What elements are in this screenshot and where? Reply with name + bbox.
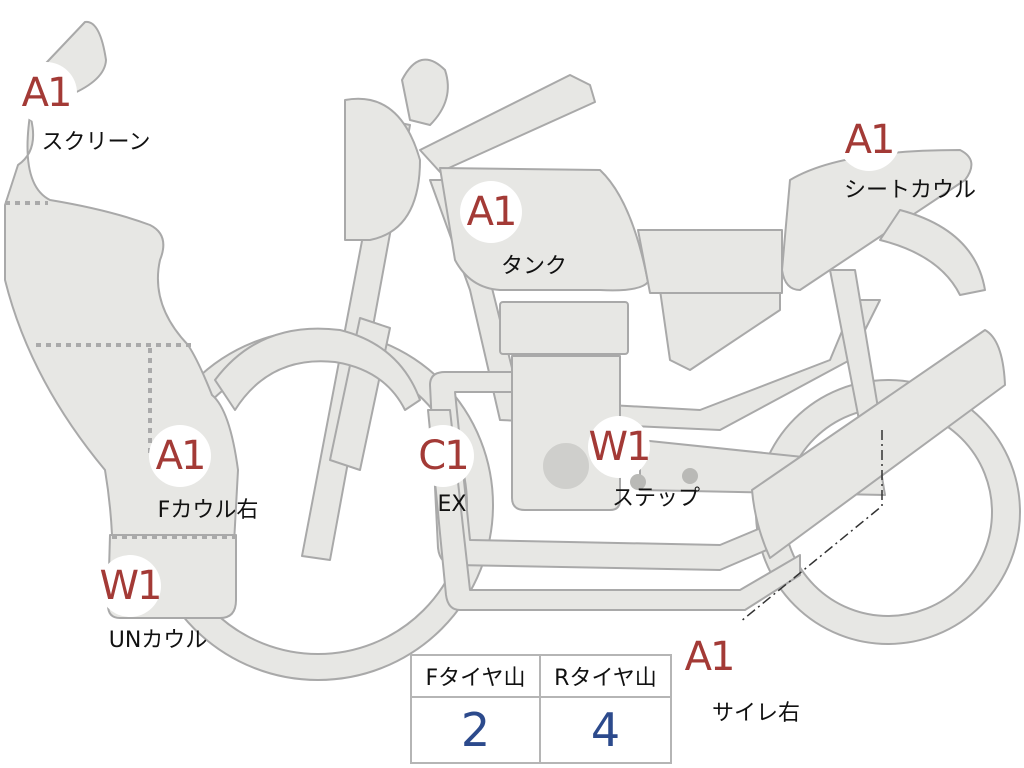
front-fender	[214, 327, 421, 411]
headlight	[344, 97, 421, 241]
engine-block	[511, 355, 621, 511]
tire-tread-table: Fタイヤ山 Rタイヤ山 2 4	[410, 654, 672, 764]
part-label-silencer-right: サイレ右	[711, 701, 801, 726]
grade-badge-screen: A1	[15, 62, 77, 124]
part-label-f-cowl-right: Fカウル右	[157, 498, 259, 523]
part-label-ex: EX	[437, 492, 467, 517]
part-label-tank: タンク	[500, 254, 568, 279]
front-tire-value: 2	[412, 698, 541, 762]
rear-tire-header: Rタイヤ山	[541, 656, 670, 698]
rear-tire-value: 4	[590, 703, 621, 757]
front-tire-header: Fタイヤ山	[412, 656, 541, 698]
part-label-un-cowl: UNカウル	[108, 628, 208, 653]
handlebar	[419, 74, 596, 173]
seat	[637, 229, 783, 294]
grade-badge-un-cowl: W1	[99, 555, 163, 617]
engine-cylinder	[499, 301, 629, 355]
grade-badge-step: W1	[588, 416, 652, 478]
grade-badge-seat-cowl: A1	[838, 109, 900, 171]
grade-badge-silencer-right: A1	[678, 626, 740, 688]
side-cover	[659, 289, 781, 371]
grade-badge-tank: A1	[460, 181, 522, 243]
mirror	[401, 58, 449, 126]
leader-line	[739, 430, 883, 623]
part-label-step: ステップ	[611, 486, 701, 511]
part-label-seat-cowl: シートカウル	[843, 178, 977, 203]
part-label-screen: スクリーン	[41, 130, 151, 155]
grade-badge-f-cowl-right: A1	[149, 425, 211, 487]
seat-cowl	[781, 149, 973, 291]
grade-badge-ex: C1	[412, 425, 474, 487]
silencer	[751, 329, 1006, 559]
step-peg	[630, 474, 646, 490]
